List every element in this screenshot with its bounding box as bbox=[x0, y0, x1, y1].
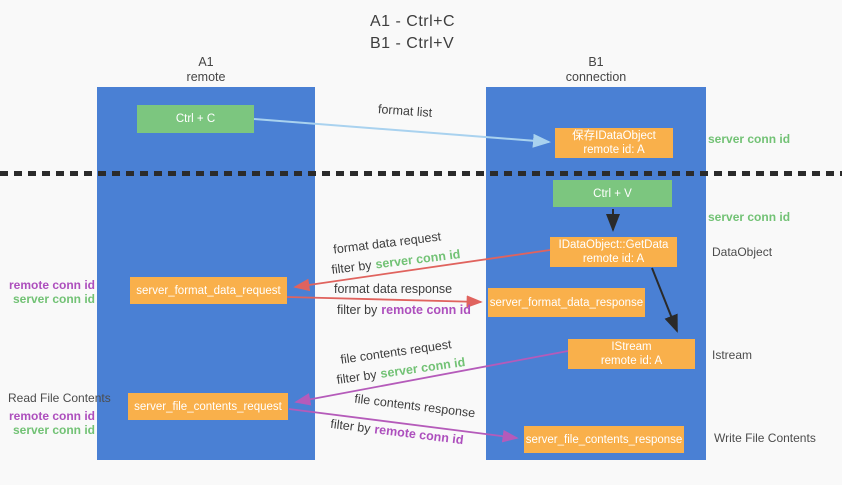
server-conn-id-text: server conn id bbox=[374, 247, 462, 272]
lane-b-header: B1 connection bbox=[486, 55, 706, 85]
filter-by-text: filter by bbox=[337, 303, 378, 317]
node-server-file-contents-response: server_file_contents_response bbox=[524, 426, 684, 453]
node-server-format-data-response: server_format_data_response bbox=[488, 288, 645, 317]
node-save-idataobject: 保存IDataObject remote id: A bbox=[555, 128, 673, 158]
node-server-format-data-request: server_format_data_request bbox=[130, 277, 287, 304]
remote-conn-id-label: remote conn id bbox=[8, 278, 95, 292]
format-data-response-arrow bbox=[286, 295, 483, 308]
diagram-title: A1 - Ctrl+C B1 - Ctrl+V bbox=[370, 11, 455, 55]
lane-b-role: connection bbox=[565, 70, 627, 84]
format-data-response-label: format data response bbox=[334, 282, 453, 296]
istream-label: Istream bbox=[712, 348, 753, 362]
server-conn-id-label-top: server conn id bbox=[708, 132, 791, 146]
server-conn-id-label-mid: server conn id bbox=[708, 210, 791, 224]
session-separator-dotted-line bbox=[0, 171, 842, 176]
node-istream-line2: remote id: A bbox=[600, 355, 663, 367]
conn-id-pair-file: remote conn id server conn id bbox=[0, 409, 95, 437]
file-contents-response-label: file contents response bbox=[353, 391, 477, 421]
node-save-idataobject-line2: remote id: A bbox=[583, 144, 645, 156]
title-line-1: A1 - Ctrl+C bbox=[370, 13, 456, 30]
lane-b-id: B1 bbox=[588, 55, 604, 69]
write-file-contents-label: Write File Contents bbox=[714, 431, 816, 445]
title-line-2: B1 - Ctrl+V bbox=[370, 35, 455, 52]
node-istream-line1: IStream bbox=[611, 341, 652, 353]
filter-by-text: filter by bbox=[330, 258, 373, 277]
filter-by-text: filter by bbox=[329, 416, 372, 436]
node-ctrl-c: Ctrl + C bbox=[137, 105, 254, 133]
node-idataobject-getdata: IDataObject::GetData remote id: A bbox=[550, 237, 677, 267]
conn-id-pair-format: remote conn id server conn id bbox=[0, 278, 95, 306]
lane-a-role: remote bbox=[186, 70, 226, 84]
node-server-file-contents-response-label: server_file_contents_response bbox=[525, 433, 683, 446]
node-istream: IStream remote id: A bbox=[568, 339, 695, 369]
node-ctrl-v: Ctrl + V bbox=[553, 180, 672, 207]
node-ctrl-v-label: Ctrl + V bbox=[593, 187, 632, 200]
node-server-format-data-request-label: server_format_data_request bbox=[136, 284, 281, 297]
format-list-label: format list bbox=[377, 102, 433, 120]
lane-a-header: A1 remote bbox=[97, 55, 315, 85]
node-server-format-data-response-label: server_format_data_response bbox=[489, 296, 644, 309]
node-idataobject-getdata-line2: remote id: A bbox=[582, 253, 645, 265]
remote-conn-id-text: remote conn id bbox=[381, 303, 471, 317]
dataobject-label: DataObject bbox=[712, 245, 773, 259]
remote-conn-id-text: remote conn id bbox=[373, 422, 465, 448]
node-save-idataobject-line1: 保存IDataObject bbox=[572, 130, 656, 142]
read-file-contents-label: Read File Contents bbox=[8, 391, 111, 405]
lane-a-id: A1 bbox=[198, 55, 214, 69]
node-server-file-contents-request-label: server_file_contents_request bbox=[134, 400, 282, 413]
server-conn-id-label: server conn id bbox=[12, 292, 95, 306]
filter-by-text: filter by bbox=[335, 367, 378, 387]
node-idataobject-getdata-line1: IDataObject::GetData bbox=[558, 239, 669, 251]
server-conn-id-label: server conn id bbox=[12, 423, 95, 437]
node-server-file-contents-request: server_file_contents_request bbox=[128, 393, 288, 420]
node-ctrl-c-label: Ctrl + C bbox=[175, 113, 216, 125]
remote-conn-id-label: remote conn id bbox=[8, 409, 95, 423]
